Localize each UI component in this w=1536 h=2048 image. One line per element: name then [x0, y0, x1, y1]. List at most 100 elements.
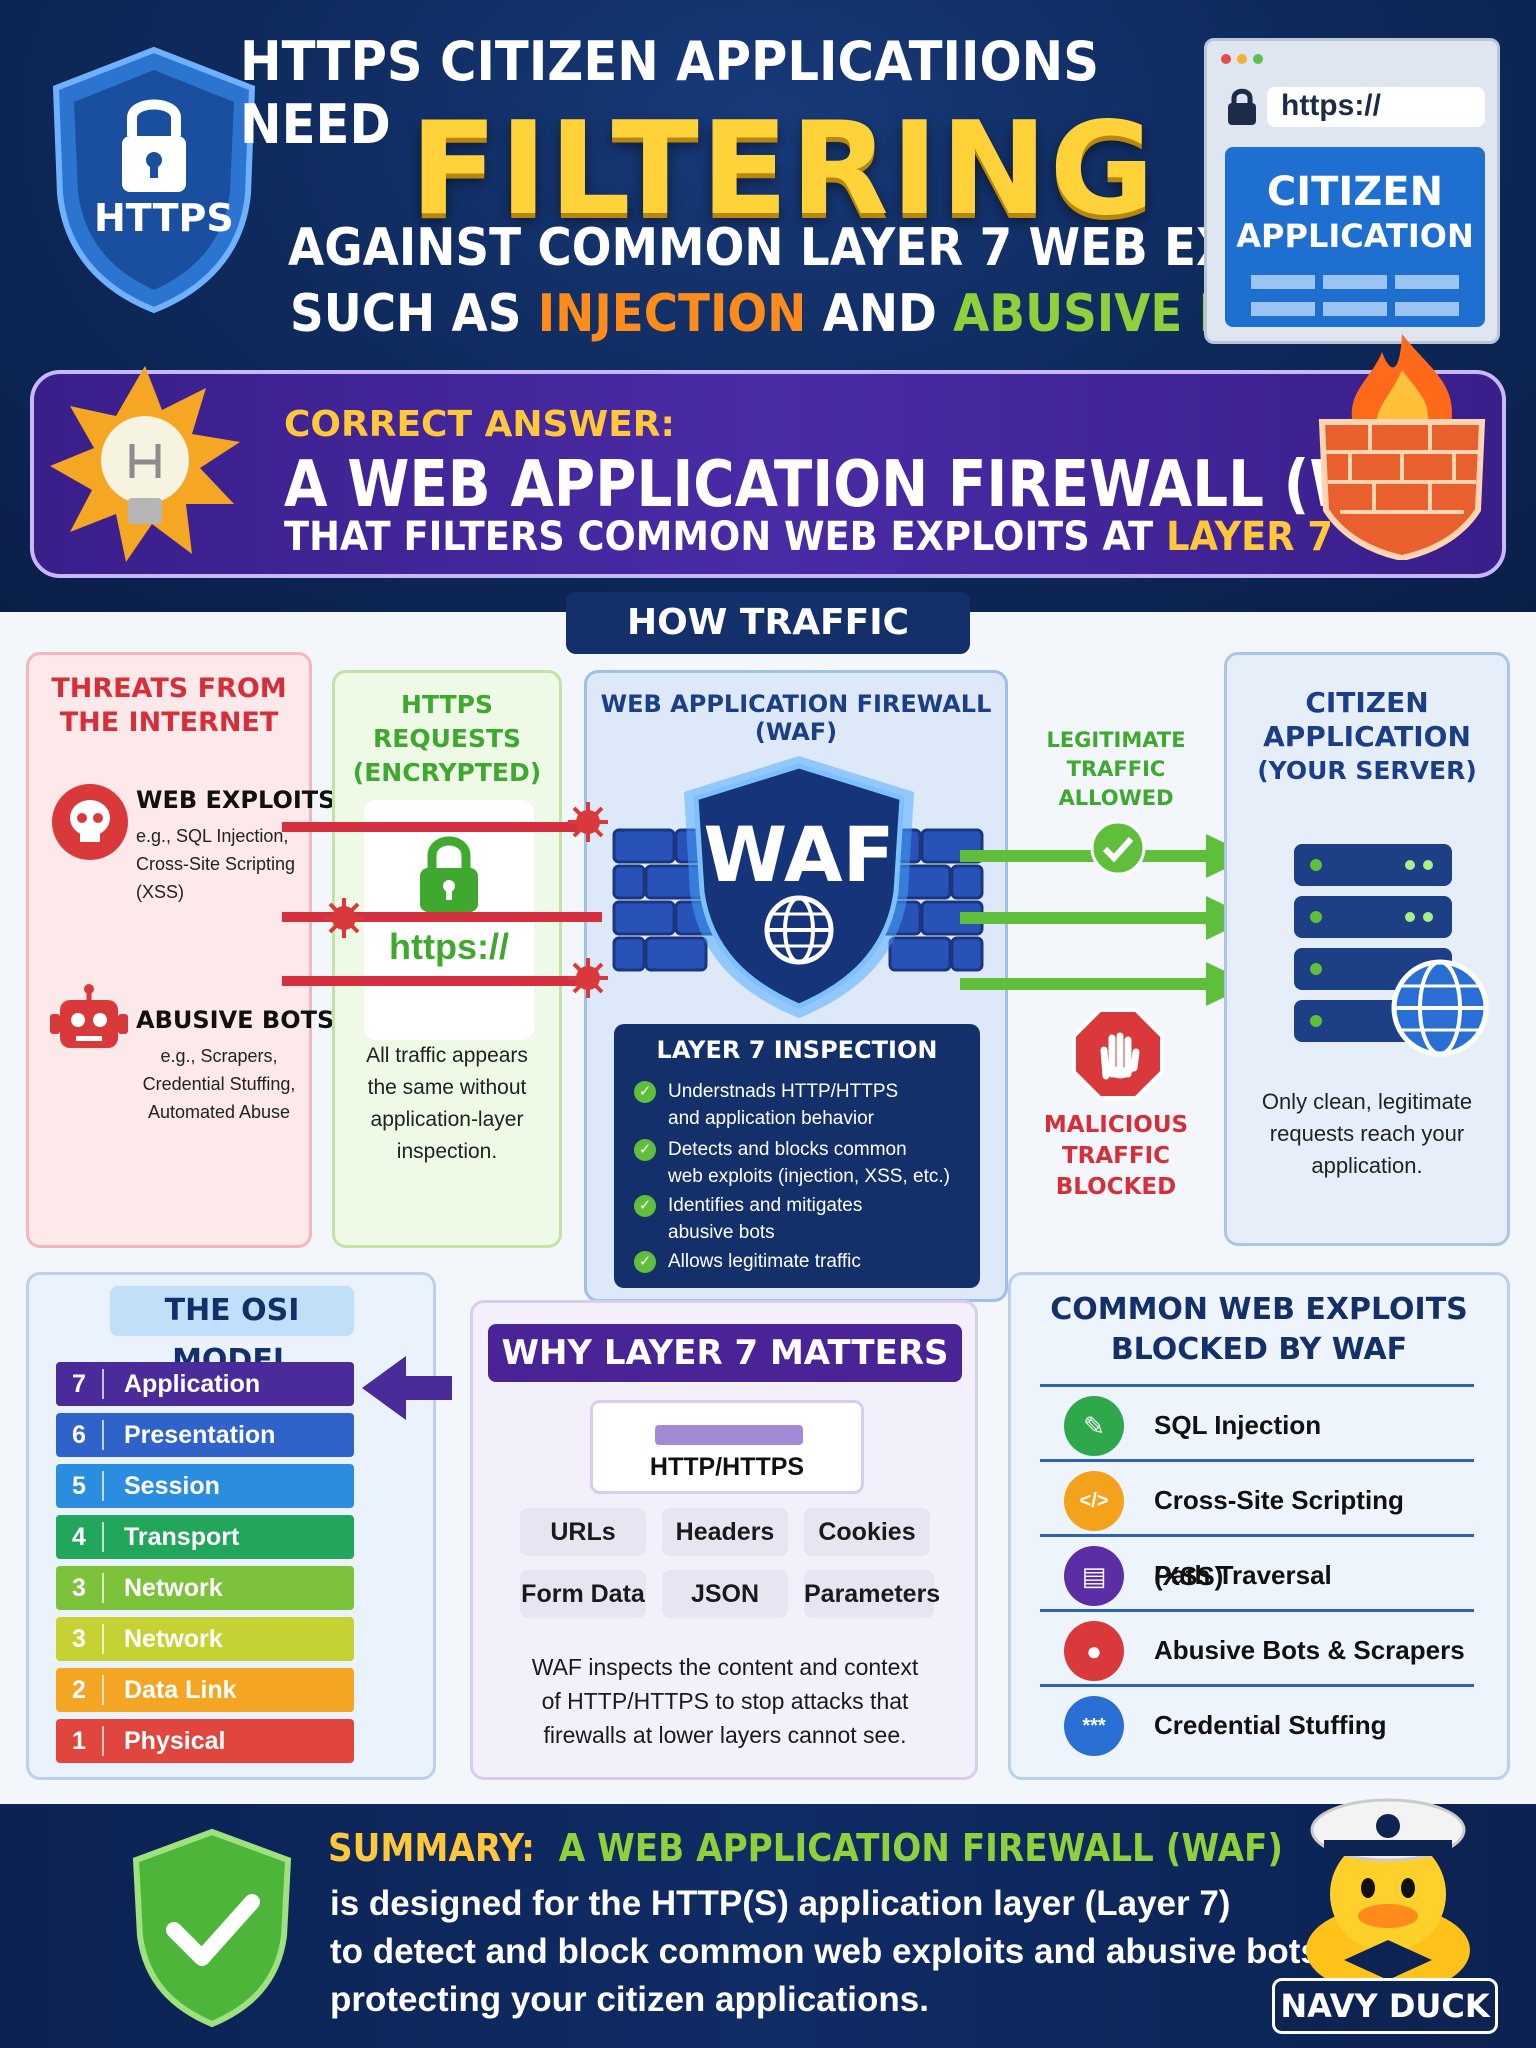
inspection-item-3-l1: Identifies and mitigates [668, 1195, 863, 1216]
code-icon: </> [1064, 1471, 1124, 1531]
threat-web-exploits-desc-l3: (XSS) [136, 882, 185, 902]
virus-icon [324, 898, 364, 938]
exploits-title-l2: BLOCKED BY WAF [1110, 1332, 1408, 1367]
osi-layer-number: 1 [56, 1726, 104, 1756]
osi-layer-number: 2 [56, 1675, 104, 1705]
osi-layer-number: 4 [56, 1522, 104, 1552]
layer7-inspection-box: LAYER 7 INSPECTION ✓ Understnads HTTP/HT… [614, 1024, 980, 1288]
document-icon: ▤ [1064, 1546, 1124, 1606]
checkmark-circle-icon [1090, 820, 1146, 876]
malicious-traffic-label: MALICIOUS TRAFFIC BLOCKED [1040, 1110, 1192, 1203]
exploit-label: SQL Injection [1154, 1410, 1322, 1440]
headline-line4-mid: AND [806, 284, 954, 344]
summary-line3: protecting your citizen applications. [330, 1980, 929, 2019]
inspection-item-1-l2: and application behavior [668, 1108, 874, 1129]
chip-urls: URLs [520, 1508, 646, 1556]
why-desc-l3: firewalls at lower layers cannot see. [543, 1722, 907, 1748]
exploit-row: </> Cross-Site Scripting (XSS) [1040, 1459, 1474, 1591]
osi-layer-number: 5 [56, 1471, 104, 1501]
headline-filtering: FILTERING [410, 95, 1157, 244]
virus-icon [568, 802, 608, 842]
waf-panel-title: WEB APPLICATION FIREWALL (WAF) [600, 690, 992, 746]
malicious-label-l1: MALICIOUS [1043, 1112, 1189, 1138]
legit-label-l3: ALLOWED [1058, 786, 1174, 810]
exploit-label: Cross-Site Scripting (XSS) [1154, 1485, 1404, 1591]
legit-label-l1: LEGITIMATE [1046, 728, 1186, 752]
osi-layer-number: 3 [56, 1624, 104, 1654]
osi-layer-row: 3 Network [56, 1617, 354, 1661]
browser-window: https:// CITIZEN APPLICATION [1204, 38, 1500, 344]
requests-desc-l1: All traffic appears [366, 1044, 528, 1067]
https-shield-icon [52, 46, 256, 314]
threat-abusive-bots-desc-l2: Credential Stuffing, [142, 1074, 296, 1094]
threat-web-exploits-desc-l1: e.g., SQL Injection, [136, 826, 289, 846]
chip-json: JSON [662, 1570, 788, 1618]
requests-desc-l3: application-layer [370, 1108, 524, 1131]
waf-shield-text: WAF [703, 810, 895, 899]
lock-icon [1228, 88, 1256, 125]
summary-headline: SUMMARY: A WEB APPLICATION FIREWALL (WAF… [328, 1826, 1283, 1870]
exploit-row: ●Abusive Bots & Scrapers [1040, 1609, 1474, 1683]
exploit-label: Path Traversal [1154, 1560, 1332, 1590]
exploit-row: ***Credential Stuffing [1040, 1684, 1474, 1758]
syringe-icon: ✎ [1064, 1396, 1124, 1456]
stop-hand-icon [1072, 1008, 1164, 1100]
threat-abusive-bots-desc-l1: e.g., Scrapers, [160, 1046, 278, 1066]
chip-cookies: Cookies [804, 1508, 930, 1556]
duck-mascot-icon [1306, 1798, 1470, 1990]
inspection-item: ✓ Identifies and mitigates abusive bots [634, 1192, 974, 1246]
requests-desc: All traffic appears the same without app… [340, 1040, 554, 1168]
http-box-header-bar [655, 1425, 803, 1445]
maximize-dot-icon [1253, 54, 1263, 64]
answer-label: CORRECT ANSWER: [284, 404, 675, 445]
requests-title-line1: HTTPS REQUESTS [372, 690, 522, 753]
chip-parameters: Parameters [804, 1570, 940, 1618]
osi-layer-number: 3 [56, 1573, 104, 1603]
why-desc-l1: WAF inspects the content and context [531, 1654, 919, 1680]
flow-section-title: HOW TRAFFIC FLOWS [566, 592, 970, 705]
threats-title: THREATS FROM THE INTERNET [26, 672, 312, 740]
server-desc: Only clean, legitimate requests reach yo… [1240, 1086, 1494, 1182]
why-title: WHY LAYER 7 MATTERS [488, 1324, 962, 1382]
check-icon: ✓ [634, 1251, 656, 1273]
osi-layer-name: Data Link [124, 1676, 237, 1704]
url-bar: https:// [1267, 87, 1485, 127]
correct-answer-banner: CORRECT ANSWER: A WEB APPLICATION FIREWA… [30, 334, 1506, 578]
threat-web-exploits-name: WEB EXPLOITS [136, 786, 336, 814]
answer-sub: THAT FILTERS COMMON WEB EXPLOITS AT LAYE… [284, 514, 1333, 560]
http-box-label: HTTP/HTTPS [649, 1453, 805, 1481]
waf-shield-icon [684, 756, 914, 1018]
threat-arrow-1 [282, 822, 582, 832]
threat-abusive-bots-desc: e.g., Scrapers, Credential Stuffing, Aut… [136, 1042, 302, 1126]
inspection-item-2-l2: web exploits (injection, XSS, etc.) [668, 1166, 950, 1187]
skull-icon [52, 784, 128, 860]
minimize-dot-icon [1237, 54, 1247, 64]
header-banner: HTTPS HTTPS CITIZEN APPLICATIIONS NEED F… [0, 0, 1536, 612]
lightbulb-icon [50, 366, 240, 562]
osi-layer-number: 6 [56, 1420, 104, 1450]
osi-title: THE OSI MODEL [110, 1286, 354, 1378]
osi-layer-name: Application [124, 1370, 261, 1398]
osi-layer-name: Network [124, 1625, 223, 1653]
app-tile-line1: CITIZEN [1266, 169, 1444, 215]
legit-label-l2: TRAFFIC [1066, 757, 1166, 781]
firewall-fire-icon [1318, 334, 1486, 560]
requests-desc-l4: inspection. [396, 1140, 498, 1163]
requests-title-line2: (ENCRYPTED) [352, 758, 542, 787]
legit-arrow-1 [960, 850, 1210, 862]
inspection-item-1-l1: Understnads HTTP/HTTPS [668, 1081, 899, 1102]
inspection-title: LAYER 7 INSPECTION [656, 1036, 938, 1064]
osi-layer-name: Transport [124, 1523, 240, 1551]
server-title-l2: APPLICATION [1263, 720, 1471, 753]
window-controls [1221, 51, 1269, 69]
threat-arrow-2 [282, 912, 602, 922]
https-shield-label: HTTPS [94, 196, 234, 240]
user-icon: ● [1064, 1621, 1124, 1681]
arrow-left-shaft [404, 1376, 452, 1400]
summary-label: SUMMARY: [328, 1826, 535, 1870]
osi-layer-name: Physical [124, 1727, 226, 1755]
exploit-row: ▤ Path Traversal [1040, 1534, 1474, 1608]
answer-sub-highlight: LAYER 7 [1166, 514, 1334, 560]
